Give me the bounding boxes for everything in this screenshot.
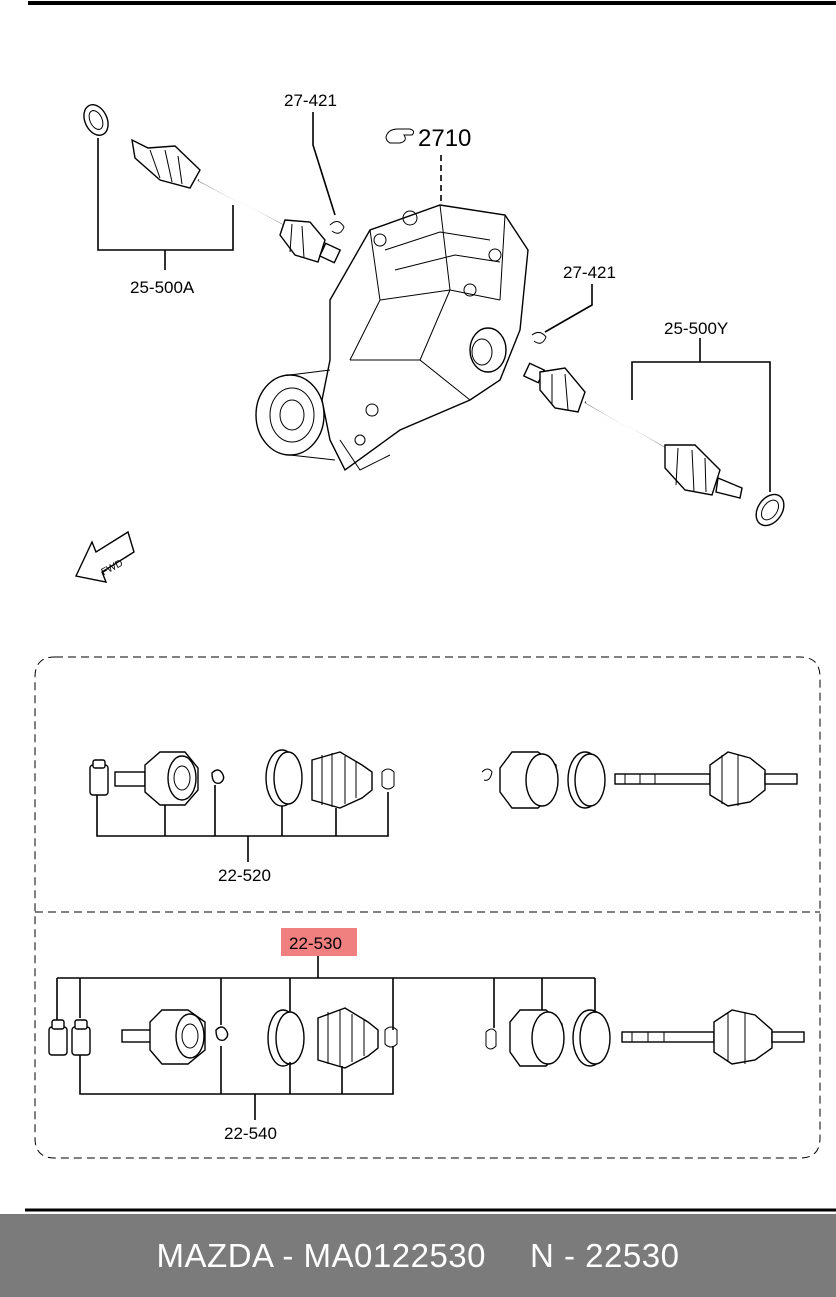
- kit-outer-bracket: [96, 785, 389, 862]
- callout-kit-highlighted: 22-530: [289, 934, 342, 953]
- callout-clip-right: 27-421: [563, 263, 616, 282]
- footer-oem-code: N - 22530: [530, 1236, 680, 1274]
- part-number-footer: MAZDA - MA0122530 N - 22530: [0, 1214, 836, 1297]
- leaders-upper: [97, 112, 771, 492]
- kit-outer-parts: [89, 749, 395, 809]
- kit-inner-shaft: [485, 1009, 805, 1067]
- callout-kit-inner: 22-540: [224, 1124, 277, 1143]
- kit-highlight-box: [281, 928, 357, 956]
- callout-shaft-right: 25-500Y: [664, 319, 728, 338]
- callout-shaft-left: 25-500A: [130, 278, 195, 297]
- drive-shaft-right: [522, 331, 785, 527]
- kit-inner-parts: [48, 1007, 398, 1069]
- kits-frame: [34, 656, 821, 1159]
- pointing-hand-icon: [385, 128, 415, 144]
- callout-assembly-label: 2710: [418, 125, 471, 152]
- parts-diagram: 27-421 2710 25-500A 27-421 25-500Y FWD: [25, 1, 836, 1212]
- differential-assembly: [255, 204, 529, 472]
- callout-assembly: 2710: [385, 125, 471, 152]
- footer-brand-part: MAZDA - MA0122530: [156, 1236, 487, 1274]
- kit-outer-shaft: [481, 751, 798, 809]
- fwd-arrow-icon: FWD: [74, 530, 135, 583]
- callout-kit-outer: 22-520: [218, 866, 271, 885]
- callout-clip-left: 27-421: [284, 91, 337, 110]
- drive-shaft-left: [83, 104, 345, 264]
- kit-inner-bracket: [79, 1046, 394, 1120]
- kit-highlight-bracket: [56, 956, 596, 1030]
